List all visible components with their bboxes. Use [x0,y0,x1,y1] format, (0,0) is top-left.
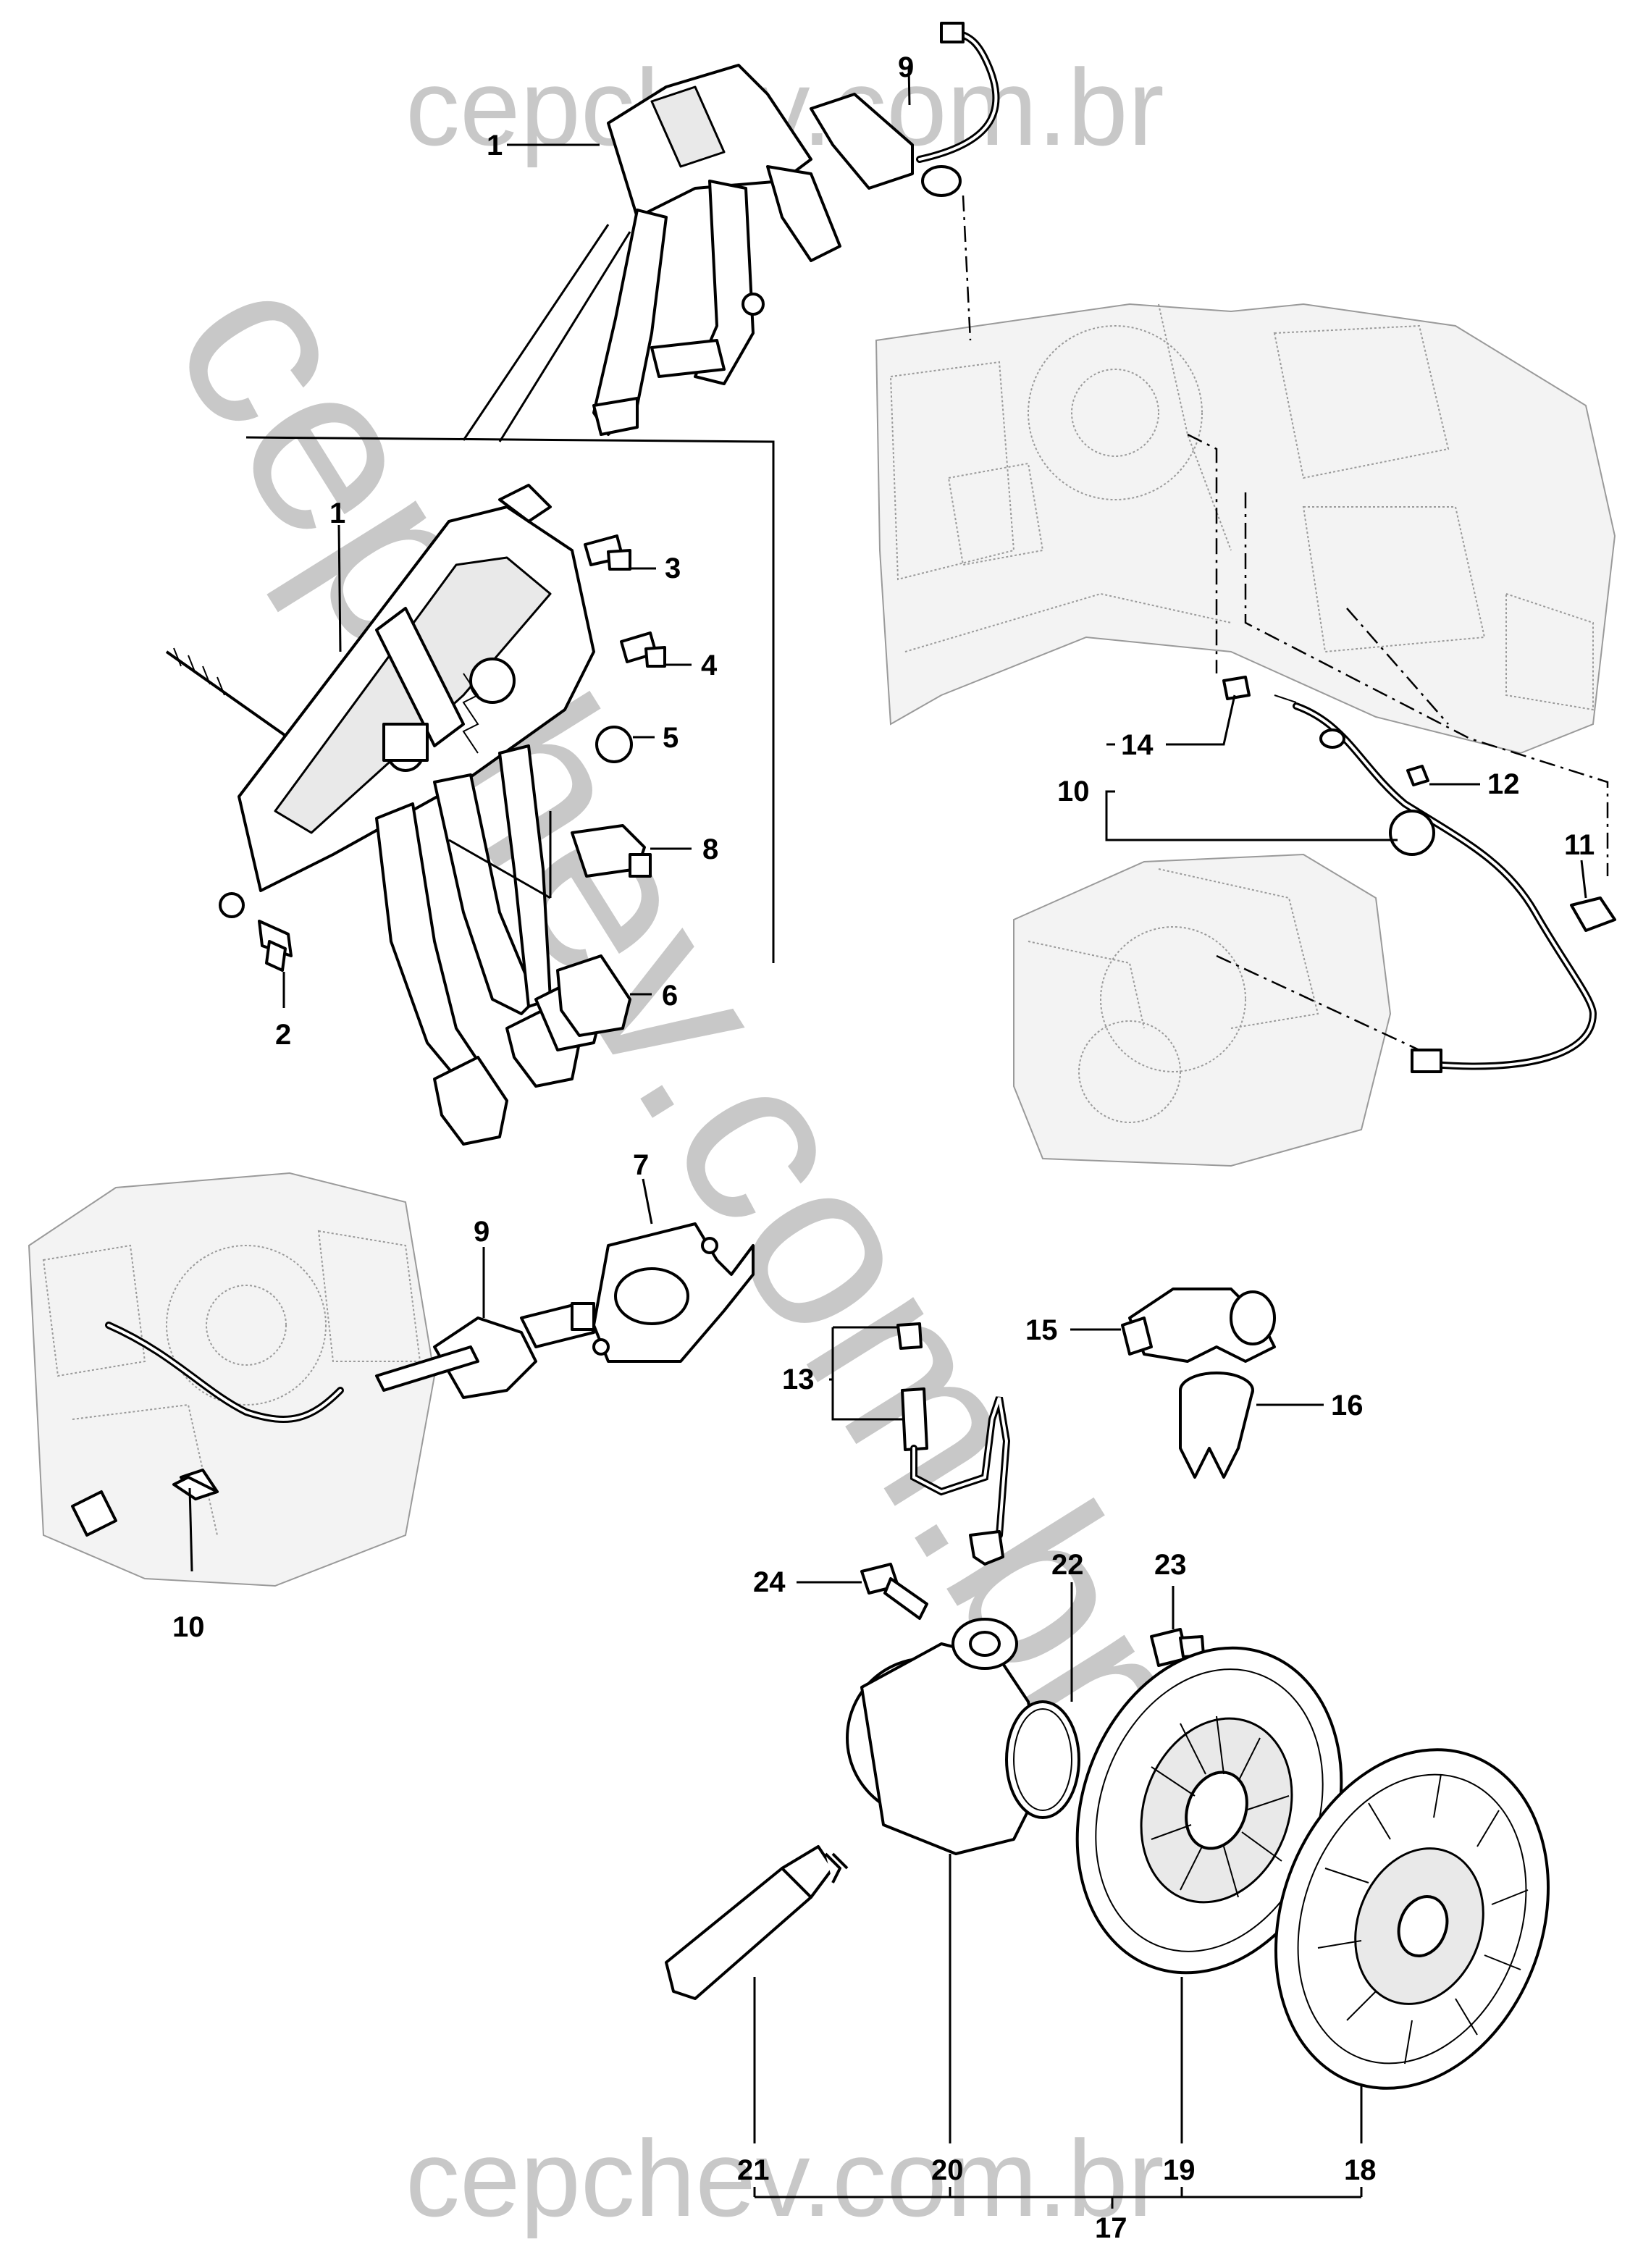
part-6-pedal-pad [556,954,631,1037]
callout-12: 12 [1487,768,1520,800]
callout-2: 2 [275,1019,291,1051]
part-15-elbow-fitting [1121,1288,1276,1363]
transmission-illustration [1013,853,1392,1167]
callout-23: 23 [1154,1549,1187,1581]
callout-8: 8 [702,833,718,865]
engine-bay-illustration-lower [28,1172,436,1587]
callout-21: 21 [737,2154,770,2186]
part-18-clutch-disc [1274,1748,1550,2090]
part-8-switch [571,824,652,878]
part-7-bracket [592,1222,755,1363]
part-19-pressure-plate [1075,1646,1343,1975]
callout-15: 15 [1025,1314,1058,1346]
pedal-box-assembly-top [592,64,841,436]
callout-1-top: 1 [487,130,503,161]
callout-11: 11 [1564,829,1595,861]
callout-18: 18 [1344,2154,1377,2186]
callout-1-main: 1 [329,497,345,529]
callout-7: 7 [633,1149,649,1181]
callout-22: 22 [1051,1549,1084,1581]
part-12-clip [1406,765,1429,786]
part-23-bolt [1150,1628,1205,1667]
part-9-master-cylinder-top [810,22,1000,197]
part-16-sleeve [1179,1372,1254,1479]
callout-14: 14 [1121,729,1154,761]
part-10-hydraulic-line-left [172,1476,219,1500]
callout-4: 4 [701,650,718,681]
part-2-bolt [258,920,293,972]
leader-lines [188,66,1609,2209]
callout-5: 5 [663,722,679,754]
callout-9-mid: 9 [474,1216,490,1248]
watermark-bottom: cepchev.com.br [406,2117,1164,2239]
callout-10-right: 10 [1057,776,1090,807]
callout-17: 17 [1095,2212,1127,2244]
callout-16: 16 [1331,1390,1364,1421]
callout-labels: 1 1 2 3 4 5 6 7 8 9 9 10 10 11 12 13 14 … [172,51,1595,2244]
part-4-bolt [620,631,666,668]
part-10-hydraulic-line-right [1222,676,1597,1073]
callout-9-top: 9 [898,51,914,83]
part-20-concentric-slave-cylinder [846,1618,1044,1855]
part-24-bolt [860,1563,928,1620]
callout-3: 3 [665,553,681,584]
callout-6: 6 [662,980,678,1012]
part-11-clip [1570,896,1616,932]
part-13-pipe-and-fittings [896,1322,1011,1566]
callout-24: 24 [753,1566,786,1598]
part-21-alignment-tool [665,1845,849,2000]
pedal-box-assembly-main [165,484,602,1146]
callout-19: 19 [1163,2154,1196,2186]
part-5-nut [595,726,633,763]
callout-20: 20 [931,2154,964,2186]
part-22-o-ring [1005,1700,1080,1819]
callout-10-left: 10 [172,1611,205,1643]
callout-13: 13 [782,1364,815,1395]
part-3-bolt [584,534,631,571]
